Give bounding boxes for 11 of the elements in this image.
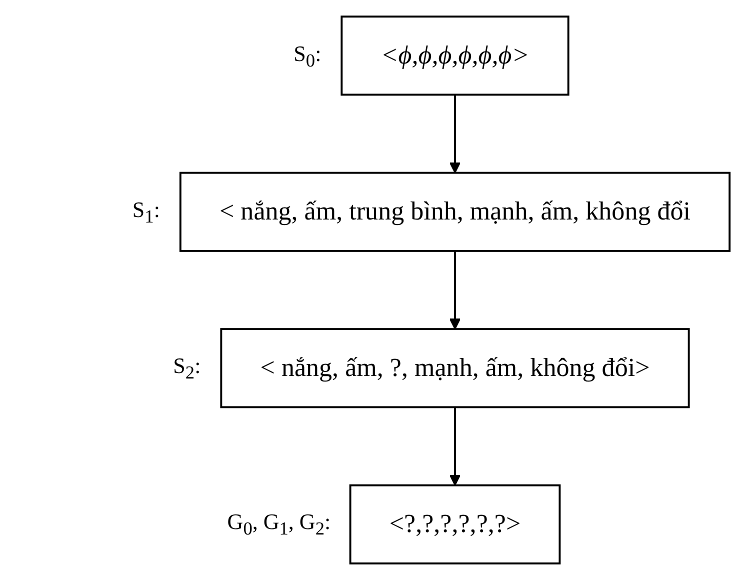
state-label: S$_{1}$: [132, 196, 160, 228]
state-label: S$_{0}$: [294, 40, 322, 72]
state-label: G$_{0}$, G$_{1}$, G$_{2}$: [227, 509, 331, 540]
arrow [449, 407, 461, 486]
node-box: < nắng, ấm, trung bình, mạnh, ấm, không đổi [179, 172, 731, 252]
arrow [449, 250, 461, 330]
state-label: S$_{2}$: [173, 353, 201, 384]
arrow [449, 94, 461, 174]
node-box: < nắng, ấm, ?, mạnh, ấm, không đổi> [220, 328, 690, 408]
node-box: <?,?,?,?,?,?> [349, 484, 561, 564]
node-box: <ϕ,ϕ,ϕ,ϕ,ϕ,ϕ> [340, 16, 570, 96]
